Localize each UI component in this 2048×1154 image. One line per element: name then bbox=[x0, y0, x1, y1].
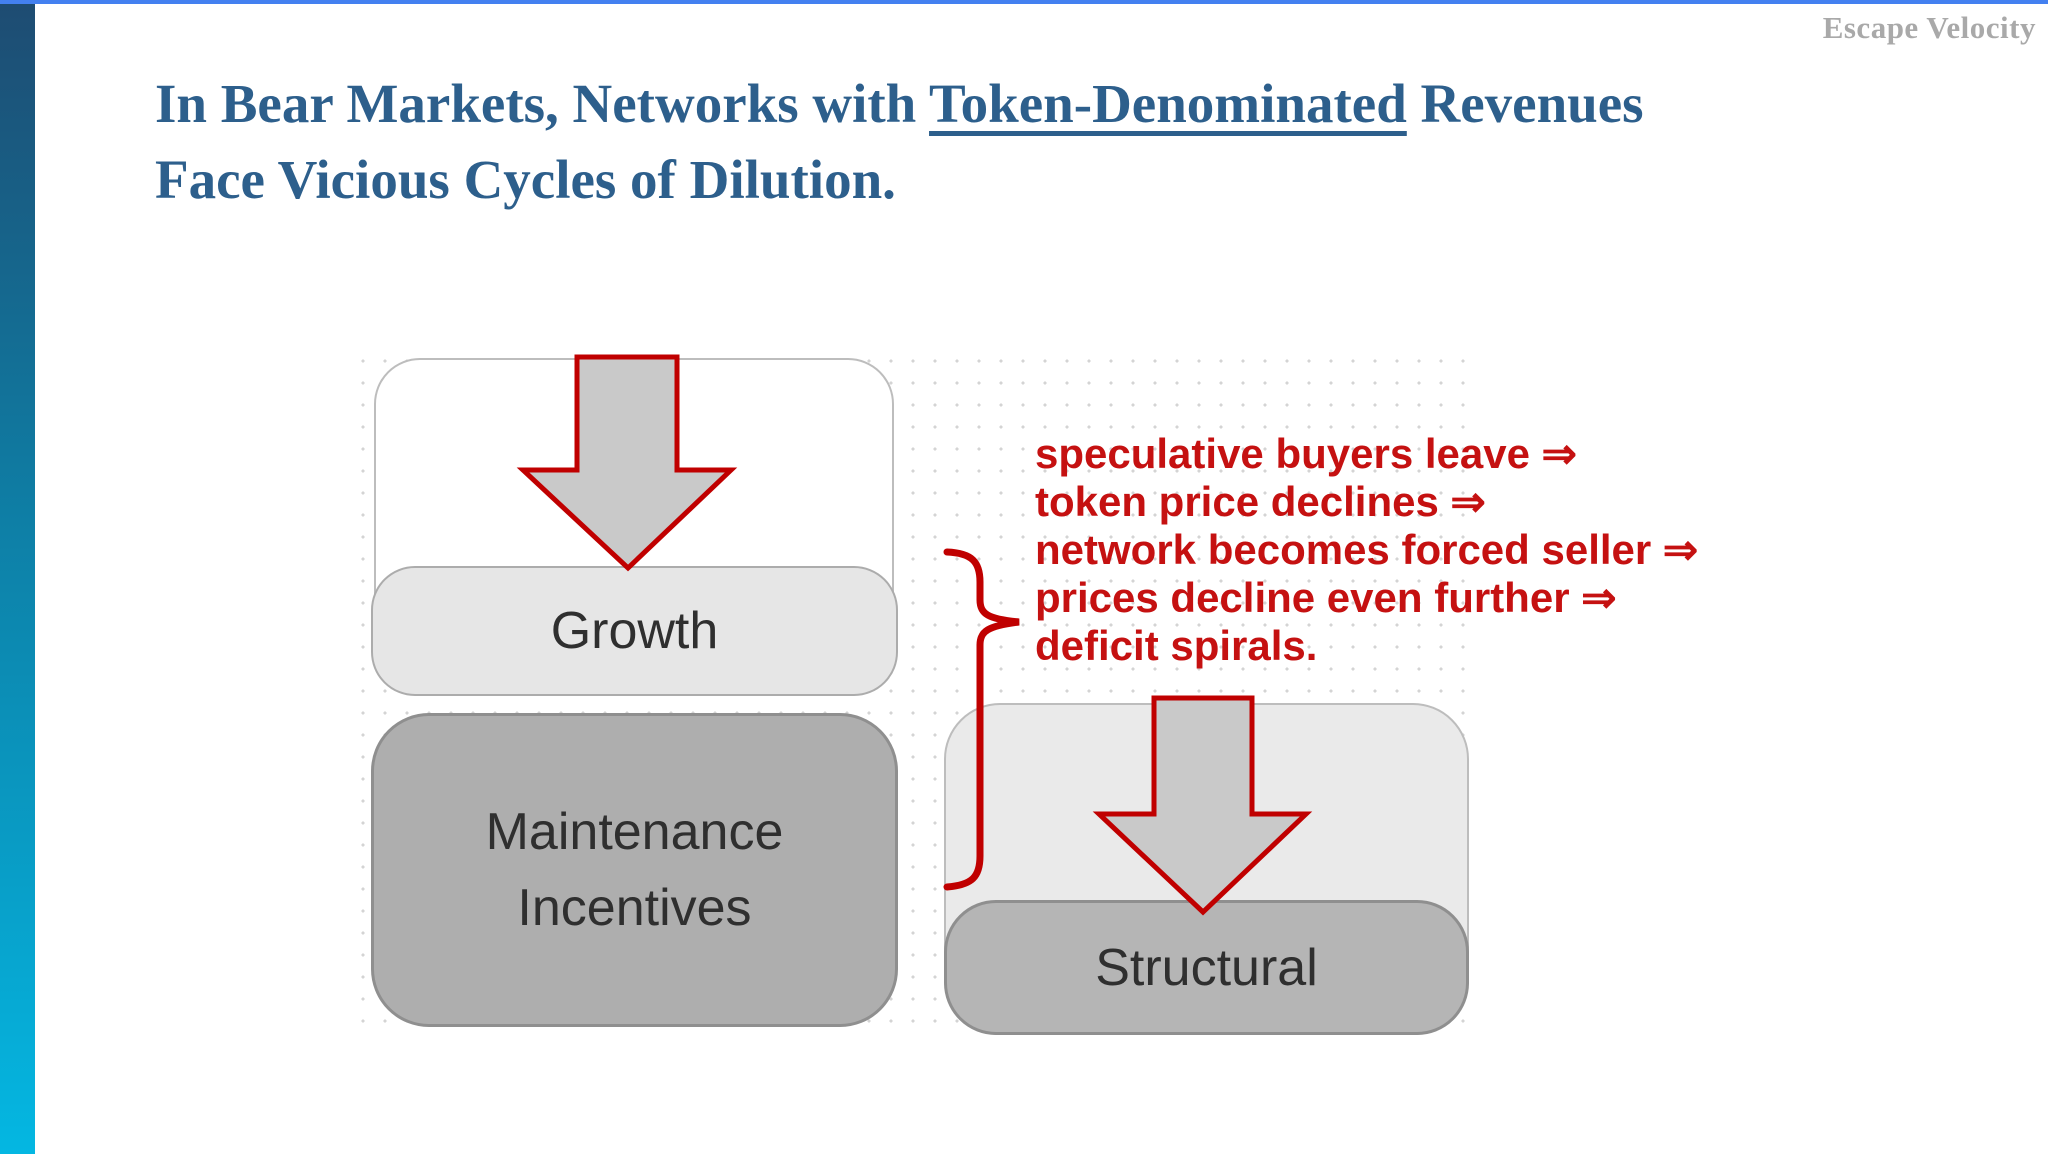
top-accent-line bbox=[0, 0, 2048, 4]
slide-title: In Bear Markets, Networks with Token-Den… bbox=[155, 66, 1915, 218]
maintenance-incentives-box: Maintenance Incentives bbox=[371, 713, 898, 1027]
callout-line: speculative buyers leave ⇒ bbox=[1035, 430, 1577, 477]
structural-label: Structural bbox=[1095, 938, 1318, 997]
title-line2: Face Vicious Cycles of Dilution. bbox=[155, 148, 896, 210]
maintenance-label-line2: Incentives bbox=[517, 879, 752, 937]
growth-label: Growth bbox=[550, 602, 719, 660]
callout-line: token price declines ⇒ bbox=[1035, 478, 1486, 525]
structural-box: Structural bbox=[944, 900, 1469, 1035]
callout-line: network becomes forced seller ⇒ bbox=[1035, 526, 1699, 573]
callout-text: speculative buyers leave ⇒ token price d… bbox=[1035, 430, 1698, 670]
maintenance-label-line1: Maintenance bbox=[485, 803, 784, 861]
callout-line: prices decline even further ⇒ bbox=[1035, 574, 1617, 621]
brand-text: Escape Velocity bbox=[1822, 10, 2036, 45]
growth-box: Growth bbox=[371, 566, 898, 696]
title-post: Revenues bbox=[1406, 73, 1644, 134]
title-pre: In Bear Markets, Networks with bbox=[155, 73, 930, 134]
sidebar-gradient-bar bbox=[0, 4, 35, 1154]
callout-line: deficit spirals. bbox=[1035, 622, 1318, 669]
title-underlined: Token-Denominated bbox=[929, 73, 1407, 134]
